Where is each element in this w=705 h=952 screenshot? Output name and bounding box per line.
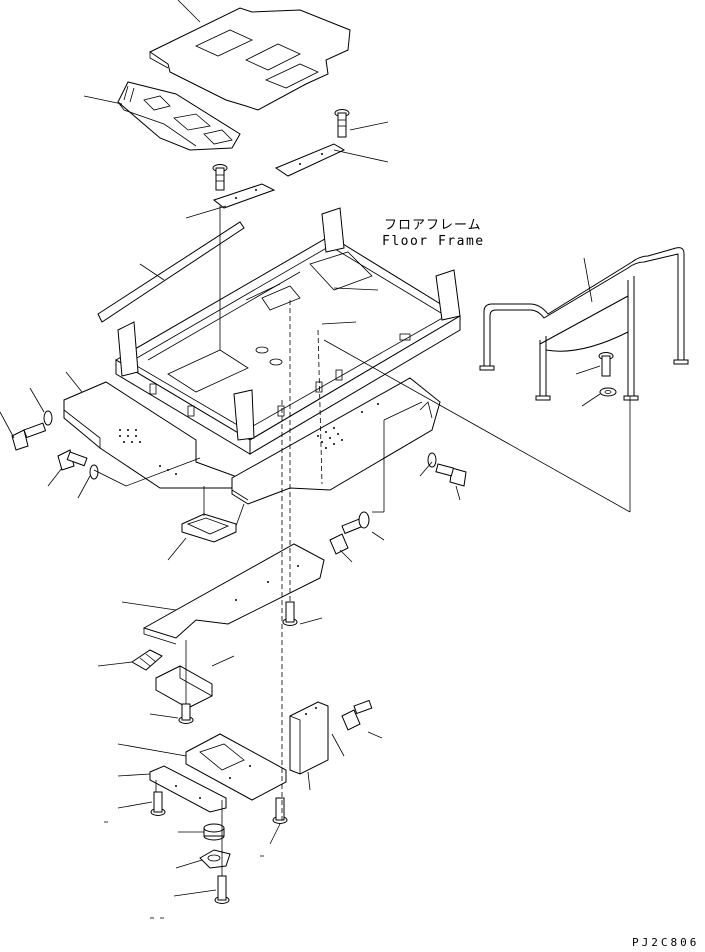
drawing-code: PJ2C806 xyxy=(632,936,699,949)
bolt-vertical-plate xyxy=(341,699,373,731)
cover-plate-left xyxy=(212,183,276,209)
bracket xyxy=(155,665,213,709)
washer-right-1 xyxy=(427,452,437,468)
washer-left-2 xyxy=(89,464,99,480)
grommet xyxy=(203,823,225,841)
side-bracket xyxy=(149,765,227,813)
vertical-plate xyxy=(289,701,329,775)
bolt-center xyxy=(329,511,370,555)
bolt-handrail xyxy=(598,352,614,377)
washer-handrail xyxy=(599,387,617,397)
cover-cap xyxy=(199,849,231,869)
floor-frame-label-jp: フロアフレーム xyxy=(384,218,482,233)
bolt-top-right xyxy=(334,109,350,138)
floor-mat xyxy=(148,7,351,111)
bolt-left-1 xyxy=(11,422,47,451)
bolt-bottom xyxy=(214,875,230,904)
rubber-grommet-box xyxy=(181,513,237,543)
lower-panel xyxy=(185,733,287,801)
bolt-right-1 xyxy=(435,463,467,487)
washer-left-1 xyxy=(43,410,53,426)
marks xyxy=(104,821,264,919)
bolt-top-left xyxy=(212,164,228,191)
under-cover-plate xyxy=(142,543,325,645)
floor-frame-label-en: Floor Frame xyxy=(382,234,485,249)
bolt-under-cover xyxy=(282,601,298,626)
floor-plate-right xyxy=(231,377,441,505)
clip xyxy=(131,649,163,671)
bolt-bottom-left xyxy=(150,791,166,816)
bolt-left-2 xyxy=(57,449,88,471)
cover-plate-right xyxy=(274,143,346,177)
rubber-strip xyxy=(97,221,245,323)
floor-mat-lower xyxy=(117,81,241,151)
floor-frame xyxy=(115,207,461,455)
leader-lines xyxy=(0,0,631,897)
bolt-bottom-right xyxy=(272,797,288,824)
handrail xyxy=(479,247,689,401)
